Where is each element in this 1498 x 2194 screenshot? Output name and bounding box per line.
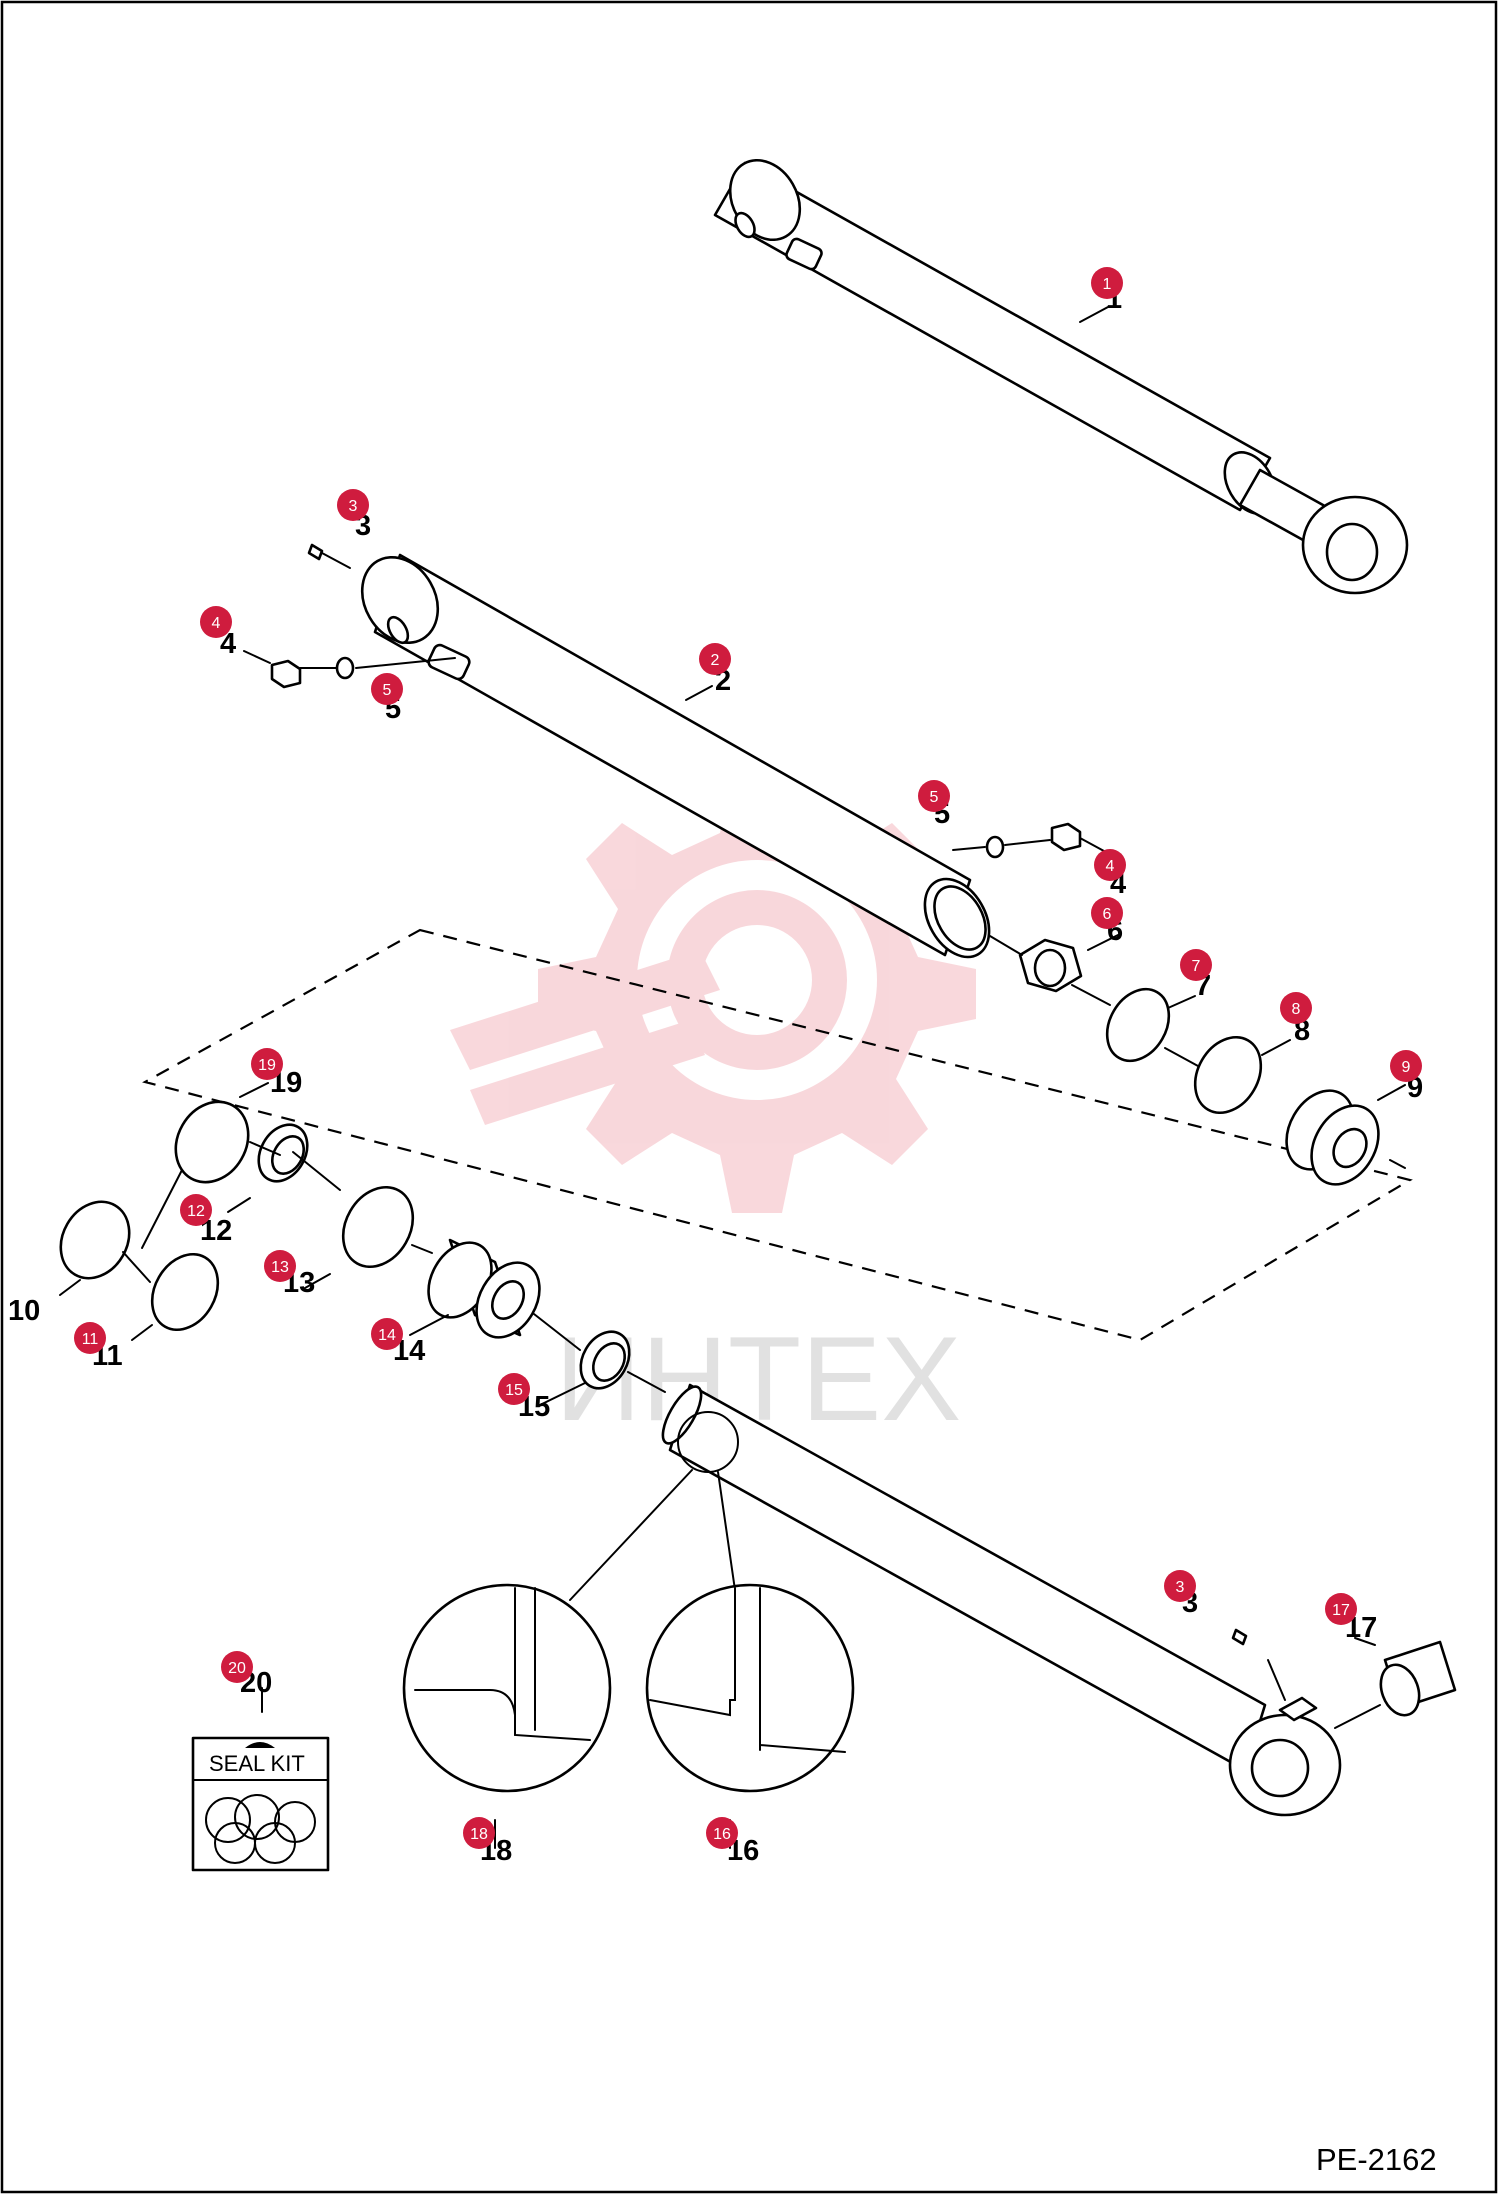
callout-17[interactable]: 17 17	[1325, 1593, 1377, 1644]
seal-kit-label: SEAL KIT	[209, 1751, 305, 1776]
callout-18[interactable]: 18 18	[463, 1817, 512, 1867]
o-ring-right	[985, 835, 1005, 859]
callout-5-right[interactable]: 5 5	[918, 780, 950, 830]
callout-7[interactable]: 7 7	[1180, 949, 1212, 1002]
detail-circle-18	[402, 1583, 612, 1793]
svg-text:15: 15	[505, 1382, 523, 1399]
detail-leader-18	[569, 1469, 693, 1601]
svg-text:12: 12	[187, 1203, 205, 1220]
svg-text:9: 9	[1402, 1059, 1411, 1076]
svg-text:3: 3	[349, 498, 358, 515]
callout-20[interactable]: 20 20	[221, 1651, 272, 1699]
svg-text:4: 4	[220, 628, 236, 660]
svg-text:18: 18	[470, 1826, 488, 1843]
callout-10[interactable]: 10	[8, 1295, 40, 1327]
bushing-17-drawing	[1379, 1640, 1457, 1717]
svg-text:1: 1	[1103, 276, 1112, 293]
ring-19-drawing	[174, 1100, 250, 1184]
seal-kit-box: SEAL KIT	[191, 1736, 330, 1872]
callout-13[interactable]: 13 13	[264, 1250, 315, 1299]
callout-9[interactable]: 9 9	[1390, 1050, 1423, 1104]
diagram-reference: PE-2162	[1316, 2142, 1437, 2177]
detail-circle-16	[645, 1583, 855, 1793]
callout-14[interactable]: 14 14	[371, 1318, 425, 1367]
svg-text:4: 4	[1106, 858, 1115, 875]
callout-3-rod[interactable]: 3 3	[1164, 1570, 1198, 1619]
lock-nut-drawing	[1018, 938, 1083, 993]
callout-12[interactable]: 12 12	[180, 1194, 232, 1247]
svg-text:5: 5	[930, 789, 939, 806]
callout-8[interactable]: 8 8	[1280, 992, 1312, 1047]
cylinder-assembly-drawing	[713, 158, 1409, 595]
piston-drawing	[1285, 1089, 1380, 1186]
svg-text:5: 5	[383, 682, 392, 699]
svg-text:20: 20	[228, 1660, 246, 1677]
seal-kit-dashed-outline	[142, 928, 1413, 1342]
svg-text:10: 10	[8, 1295, 40, 1327]
detail-leader-16	[717, 1471, 736, 1591]
svg-text:11: 11	[82, 1331, 99, 1348]
callout-3-top[interactable]: 3 3	[337, 489, 371, 542]
callout-11[interactable]: 11 11	[74, 1322, 123, 1372]
gland-14-drawing	[427, 1238, 541, 1339]
callout-19[interactable]: 19 19	[251, 1048, 302, 1099]
svg-text:16: 16	[713, 1826, 731, 1843]
svg-text:6: 6	[1103, 906, 1112, 923]
ring-10-drawing	[59, 1200, 131, 1280]
rod-drawing	[661, 1383, 1342, 1817]
callout-5-left[interactable]: 5 5	[371, 673, 403, 725]
svg-text:2: 2	[711, 652, 720, 669]
o-ring-left	[335, 656, 355, 680]
ring-7-drawing	[1105, 987, 1171, 1063]
svg-text:14: 14	[378, 1327, 396, 1344]
svg-text:13: 13	[271, 1259, 289, 1276]
ring-8-drawing	[1193, 1035, 1263, 1115]
seal-12-drawing	[257, 1123, 309, 1183]
svg-text:17: 17	[1332, 1602, 1350, 1619]
ring-13-drawing	[341, 1185, 415, 1269]
leader-lines	[59, 306, 1406, 1849]
svg-text:8: 8	[1292, 1001, 1301, 1018]
grease-fitting-rod	[1231, 1628, 1248, 1646]
callout-15[interactable]: 15 15	[498, 1373, 550, 1423]
callout-2[interactable]: 2 2	[699, 643, 731, 697]
callout-6[interactable]: 6 6	[1091, 897, 1123, 947]
svg-text:4: 4	[212, 615, 221, 632]
plug-right	[1050, 822, 1082, 852]
grease-fitting-top	[307, 543, 324, 561]
callout-4-left[interactable]: 4 4	[200, 606, 236, 660]
svg-text:19: 19	[258, 1057, 276, 1074]
barrel-drawing	[360, 553, 991, 959]
ring-11-drawing	[150, 1252, 220, 1332]
wiper-15-drawing	[579, 1330, 631, 1390]
svg-text:7: 7	[1192, 958, 1201, 975]
callout-16[interactable]: 16 16	[706, 1817, 759, 1867]
svg-text:3: 3	[1176, 1579, 1185, 1596]
callout-1[interactable]: 1 1	[1091, 267, 1123, 315]
callout-4-right[interactable]: 4 4	[1094, 849, 1126, 900]
plug-left	[270, 659, 302, 689]
